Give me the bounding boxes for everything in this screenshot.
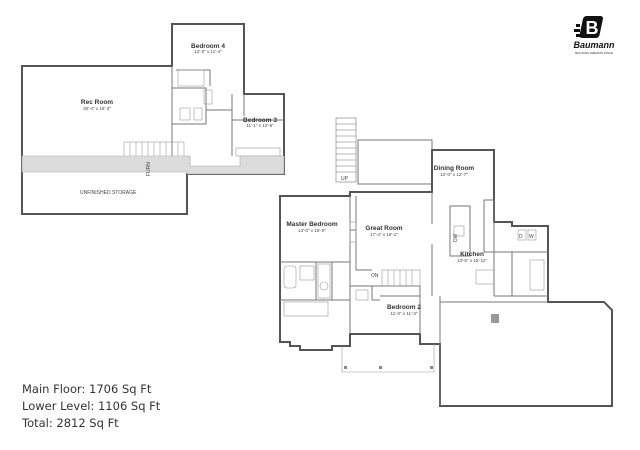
storage-label: UNFINISHED STORAGE — [80, 190, 137, 196]
great-room-dims: 17'-4" x 16'-1" — [370, 232, 398, 237]
porch-posts — [344, 366, 433, 369]
deck-up-label: UP — [341, 176, 349, 182]
bedroom2-walls — [350, 285, 421, 334]
master-shower — [299, 265, 315, 281]
kitchen-island — [449, 205, 471, 257]
master-bedroom-label: Master Bedroom — [286, 221, 338, 228]
laundry-walls — [493, 222, 548, 297]
rec-room-dims: 30'-4" x 16'-3" — [83, 106, 111, 111]
lower-level-plan: Rec Room 30'-4" x 16'-3" Bedroom 4 12'-0… — [21, 23, 285, 215]
mud-bench — [529, 259, 545, 291]
garage-walls — [439, 296, 548, 406]
dryer-box — [517, 229, 527, 241]
logo-tagline: BUILDING DREAMS SINCE — [575, 51, 613, 55]
bedroom4-label: Bedroom 4 — [191, 43, 225, 50]
bedroom3-label: Bedroom 3 — [243, 117, 277, 124]
bath-fixture — [179, 107, 191, 121]
hall-bath-fixture — [355, 289, 369, 301]
main-stair — [381, 269, 421, 287]
kitchen-sink — [453, 225, 465, 237]
master-bedroom-dims: 13'-0" x 15'-0" — [298, 228, 326, 233]
lower-level-outer-wall — [21, 23, 285, 215]
master-suite-walls — [280, 196, 356, 334]
great-room-label: Great Room — [365, 225, 402, 232]
garage-post — [491, 314, 499, 323]
total-sqft: Total: 2812 Sq Ft — [22, 416, 119, 430]
bedroom2-label: Bedroom 2 — [387, 304, 421, 311]
bedroom3-closet — [235, 147, 281, 157]
deck-stair — [335, 117, 357, 183]
fireplace — [349, 221, 357, 243]
main-floor-plan: Dining Room 12'-0" x 12'-7" Master Bedro… — [279, 117, 613, 407]
master-toilet — [319, 281, 329, 291]
front-porch — [341, 344, 435, 373]
master-tub — [283, 265, 297, 289]
main-floor-sqft: Main Floor: 1706 Sq Ft — [22, 382, 152, 396]
kitchen-label: Kitchen — [460, 251, 484, 258]
dining-room-label: Dining Room — [434, 165, 475, 172]
kitchen-dims: 13'-5" x 15'-11" — [457, 258, 487, 263]
logo-monogram: B — [586, 18, 599, 38]
pantry — [475, 269, 495, 285]
lower-stair — [123, 141, 185, 156]
logo-mark-icon: B — [574, 16, 604, 38]
kitchen-counter — [483, 199, 495, 253]
bedroom2-dims: 11'-0" x 11'-3" — [390, 311, 417, 316]
bedroom4-closet — [177, 69, 205, 87]
storage-band — [21, 155, 285, 175]
dishwasher-label: DW — [453, 233, 459, 242]
bedroom4-dims: 12'-0" x 11'-4" — [194, 49, 222, 54]
lower-level-sqft: Lower Level: 1106 Sq Ft — [22, 399, 161, 413]
bath-fixture-3 — [203, 89, 213, 105]
washer-label: W — [529, 234, 534, 240]
dryer-label: D — [519, 234, 523, 240]
bath-fixture-2 — [193, 107, 203, 121]
main-floor-outer-wall — [279, 149, 613, 407]
baumann-logo: B Baumann BUILDING DREAMS SINCE — [573, 16, 615, 55]
washer-box — [527, 229, 537, 241]
logo-wordmark: Baumann — [573, 40, 615, 50]
dining-room-dims: 12'-0" x 12'-7" — [440, 172, 468, 177]
bedroom3-dims: 11'-1" x 12'-6" — [246, 123, 274, 128]
lower-level-partitions — [171, 66, 284, 156]
master-vanity — [317, 263, 331, 299]
furnace-label: FURN — [146, 162, 152, 176]
master-closet — [283, 301, 329, 317]
stair-label: ON — [371, 273, 379, 279]
rec-room-label: Rec Room — [81, 99, 113, 106]
rear-deck — [357, 139, 433, 185]
